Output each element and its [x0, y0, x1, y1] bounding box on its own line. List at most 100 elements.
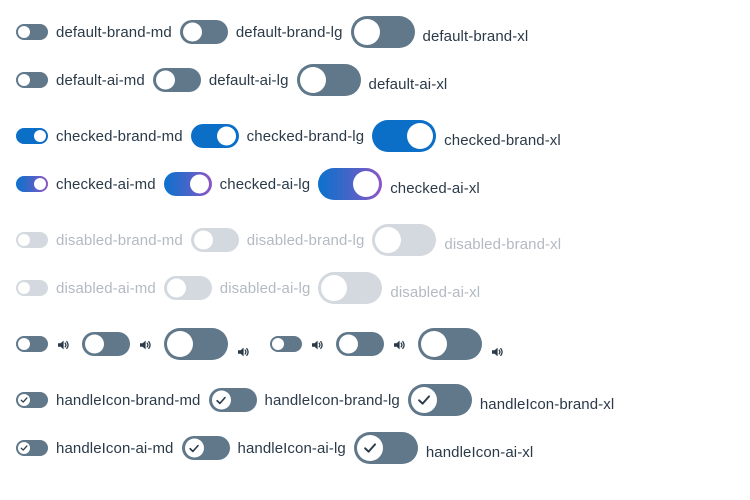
toggle-item: handleIcon-ai-xl — [353, 432, 534, 464]
toggle-knob — [166, 278, 186, 298]
toggle-knob — [18, 442, 30, 454]
toggle-default-ai-md[interactable] — [16, 72, 48, 88]
toggle-knob — [184, 438, 204, 458]
toggle-item: default-brand-lg — [179, 20, 343, 44]
toggle-knob — [410, 387, 437, 413]
toggle-handleicon-brand-md[interactable] — [16, 392, 48, 408]
toggle-default-brand-xl[interactable] — [350, 16, 415, 48]
toggle-item: checked-ai-md — [16, 176, 156, 192]
toggle-checked-brand-lg[interactable] — [190, 124, 239, 148]
toggle-item: disabled-ai-xl — [318, 272, 480, 304]
toggle-item: default-ai-xl — [296, 64, 448, 96]
toggle-item: checked-brand-lg — [190, 124, 365, 148]
toggle-label: handleIcon-brand-lg — [264, 391, 400, 409]
toggle-item: handleIcon-brand-lg — [208, 388, 400, 412]
toggle-label: disabled-brand-lg — [246, 231, 365, 249]
check-icon — [20, 445, 28, 451]
toggle-knob — [18, 338, 30, 350]
toggle-disabled-brand-xl — [372, 224, 437, 256]
speaker-icon — [312, 340, 323, 349]
toggle-knob — [18, 74, 30, 86]
toggle-item: disabled-ai-lg — [163, 276, 311, 300]
toggle-knob — [299, 67, 326, 93]
toggle-item: handleIcon-brand-md — [16, 392, 201, 408]
toggle-label: disabled-brand-md — [56, 231, 183, 249]
toggle-handleicon-brand-xl[interactable] — [407, 384, 472, 416]
toggle-item — [82, 332, 152, 356]
toggle-item: checked-brand-xl — [372, 120, 561, 152]
toggle-brand-md[interactable] — [16, 336, 48, 352]
row-disabled-brand: disabled-brand-md disabled-brand-lg disa… — [16, 224, 561, 256]
toggle-handleicon-brand-lg[interactable] — [208, 388, 257, 412]
toggle-knob — [34, 130, 46, 142]
toggle-ai-xl[interactable] — [418, 328, 482, 360]
toggle-item — [270, 336, 324, 352]
toggle-checked-ai-xl[interactable] — [318, 168, 383, 200]
toggle-disabled-ai-xl — [318, 272, 383, 304]
speaker-icon — [58, 340, 69, 349]
toggle-knob — [155, 70, 175, 90]
toggle-item: disabled-ai-md — [16, 280, 156, 296]
row-default-brand: default-brand-md default-brand-lg defaul… — [16, 16, 528, 48]
toggle-label: disabled-brand-xl — [444, 235, 562, 253]
toggle-item: handleIcon-ai-md — [16, 440, 174, 456]
toggle-knob — [375, 227, 402, 253]
toggle-label: checked-ai-xl — [390, 179, 480, 197]
toggle-label: default-brand-xl — [422, 27, 529, 45]
toggle-checked-brand-xl[interactable] — [372, 120, 437, 152]
toggle-ai-lg[interactable] — [336, 332, 384, 356]
toggle-handleicon-ai-md[interactable] — [16, 440, 48, 456]
toggle-default-brand-lg[interactable] — [179, 20, 228, 44]
toggle-disabled-brand-md — [16, 232, 48, 248]
toggle-knob — [407, 123, 434, 149]
check-icon — [216, 396, 226, 404]
toggle-label: handleIcon-brand-md — [56, 391, 201, 409]
row-default-ai: default-ai-md default-ai-lg default-ai-x… — [16, 64, 447, 96]
toggle-brand-xl[interactable] — [164, 328, 228, 360]
toggle-label: handleIcon-brand-xl — [479, 395, 615, 413]
toggle-knob — [182, 22, 202, 42]
toggle-default-ai-lg[interactable] — [152, 68, 201, 92]
toggle-item — [16, 336, 70, 352]
toggle-handleicon-ai-lg[interactable] — [181, 436, 230, 460]
row-handleicon-ai: handleIcon-ai-md handleIcon-ai-lg handle… — [16, 432, 533, 464]
toggle-knob — [34, 178, 46, 190]
toggle-knob — [421, 331, 447, 357]
toggle-ai-md[interactable] — [270, 336, 302, 352]
toggle-disabled-ai-lg — [163, 276, 212, 300]
row-checked-brand: checked-brand-md checked-brand-lg checke… — [16, 120, 561, 152]
toggle-item: disabled-brand-md — [16, 232, 183, 248]
toggle-default-brand-md[interactable] — [16, 24, 48, 40]
toggle-checked-brand-md[interactable] — [16, 128, 48, 144]
toggle-knob — [356, 435, 383, 461]
toggle-label: disabled-ai-md — [56, 279, 156, 297]
toggle-label: checked-brand-md — [56, 127, 183, 145]
toggle-label: disabled-ai-xl — [390, 283, 481, 301]
row-checked-ai: checked-ai-md checked-ai-lg checked-ai-x… — [16, 168, 480, 200]
toggle-checked-ai-lg[interactable] — [163, 172, 212, 196]
toggle-disabled-brand-lg — [190, 228, 239, 252]
toggle-knob — [18, 394, 30, 406]
check-icon — [189, 444, 199, 452]
toggle-item: disabled-brand-lg — [190, 228, 365, 252]
toggle-handleicon-ai-xl[interactable] — [353, 432, 418, 464]
toggle-item: default-ai-lg — [152, 68, 289, 92]
toggle-item: default-brand-md — [16, 24, 172, 40]
toggle-knob — [339, 334, 358, 354]
toggle-default-ai-xl[interactable] — [296, 64, 361, 96]
speaker-icon — [238, 347, 249, 357]
toggle-brand-lg[interactable] — [82, 332, 130, 356]
row-speaker-toggles — [16, 328, 504, 360]
toggle-label: checked-ai-lg — [219, 175, 311, 193]
toggle-knob — [353, 171, 380, 197]
toggle-checked-ai-md[interactable] — [16, 176, 48, 192]
toggle-item: checked-ai-xl — [318, 168, 480, 200]
speaker-icon — [492, 347, 503, 357]
toggle-label: checked-brand-lg — [246, 127, 365, 145]
toggle-item: handleIcon-brand-xl — [407, 384, 615, 416]
toggle-item — [418, 328, 504, 360]
toggle-disabled-ai-md — [16, 280, 48, 296]
toggle-label: disabled-ai-lg — [219, 279, 311, 297]
toggle-label: handleIcon-ai-lg — [237, 439, 346, 457]
toggle-label: handleIcon-ai-xl — [425, 443, 534, 461]
